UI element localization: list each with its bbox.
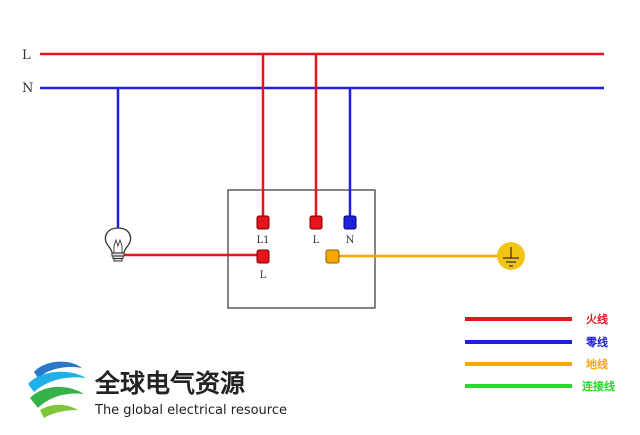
- terminal-lower-l-label: L: [260, 270, 267, 281]
- terminal-l-label: L: [313, 235, 320, 246]
- terminal-n-label: N: [346, 235, 355, 246]
- socket-box: [227, 189, 376, 309]
- terminal-lower-l: [256, 249, 270, 264]
- terminal-l: [309, 215, 323, 230]
- neutral-bus-label: N: [22, 81, 33, 96]
- legend-label-neutral: 零线: [585, 335, 608, 349]
- terminal-l1-label: L1: [256, 235, 269, 246]
- legend-label-earth: 地线: [586, 357, 608, 371]
- terminal-earth: [325, 249, 340, 264]
- light-bulb-icon: [104, 227, 132, 262]
- brand-logo-icon: [28, 361, 86, 418]
- terminal-n: [343, 215, 357, 230]
- brand-name-cn: 全球电气资源: [94, 369, 245, 398]
- brand-name-en: The global electrical resource: [94, 403, 287, 418]
- live-bus-label: L: [22, 48, 31, 63]
- earth-ground-icon: [497, 242, 525, 270]
- legend: 火线 零线 地线 连接线: [465, 312, 615, 393]
- legend-label-link: 连接线: [582, 379, 615, 393]
- terminal-l1: [256, 215, 270, 230]
- legend-label-live: 火线: [586, 312, 608, 326]
